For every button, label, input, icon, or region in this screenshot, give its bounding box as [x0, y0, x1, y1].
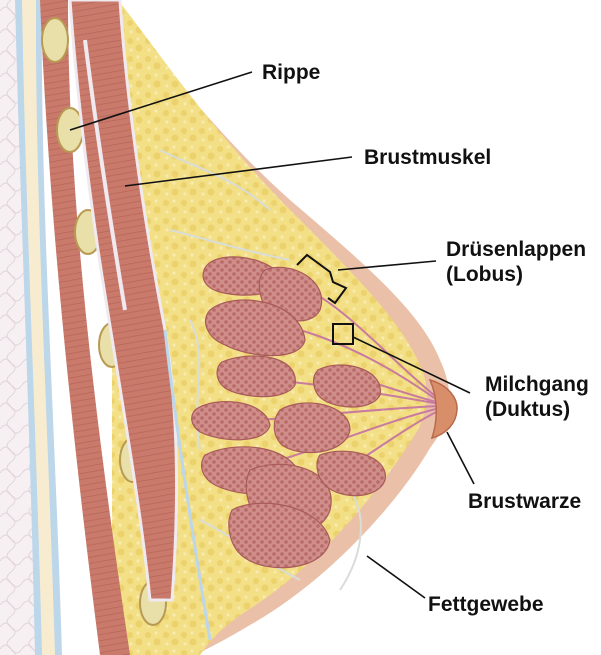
label-text: Brustwarze: [468, 489, 581, 514]
label-druesenlappen: Drüsenlappen (Lobus): [446, 237, 586, 287]
rib-1: [42, 18, 68, 62]
label-brustwarze: Brustwarze: [468, 489, 581, 514]
label-milchgang: Milchgang (Duktus): [485, 372, 589, 422]
label-text: Rippe: [262, 60, 320, 85]
label-text-line2: (Duktus): [485, 397, 589, 422]
label-rippe: Rippe: [262, 60, 320, 85]
lobule: [217, 356, 295, 397]
label-fettgewebe: Fettgewebe: [428, 592, 544, 617]
label-brustmuskel: Brustmuskel: [364, 145, 491, 170]
label-text: Fettgewebe: [428, 592, 544, 617]
label-text-line2: (Lobus): [446, 262, 586, 287]
label-text-line1: Drüsenlappen: [446, 237, 586, 262]
label-text-line1: Milchgang: [485, 372, 589, 397]
label-text: Brustmuskel: [364, 145, 491, 170]
